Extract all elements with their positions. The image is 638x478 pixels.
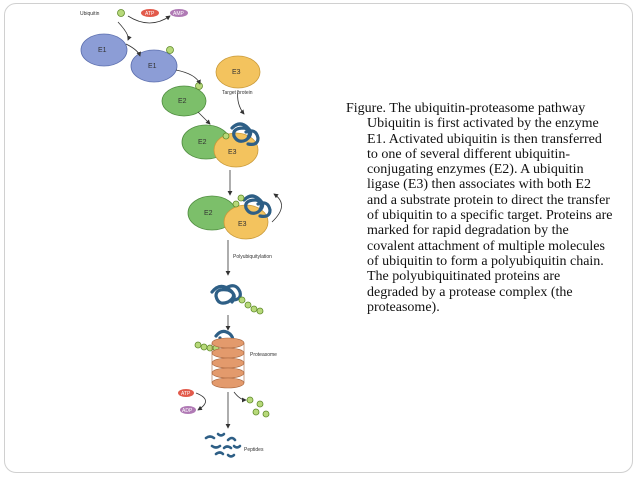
amp-molecule [170,9,188,17]
peptides-label: Peptides [244,447,264,453]
atp-label-2: ATP [181,391,191,397]
ubiquitin-proteasome-diagram: Ubiquitin ATP AMP E1 E1 E3 E2 Target pro… [80,9,282,458]
atp-label: ATP [145,11,155,17]
e1-enzyme [80,33,128,67]
proteasome-complex [211,337,245,389]
e2-label-complex-1: E2 [198,139,207,146]
released-ubiquitin [246,396,270,418]
e1-enzyme-charged [130,49,178,83]
peptide-fragments [204,432,242,458]
figure-caption: Figure. The ubiquitin-proteasome pathway… [346,101,614,315]
e2-enzyme [161,85,207,117]
target-protein-2 [242,194,272,218]
e3-enzyme [215,55,261,89]
e3-label: E3 [232,69,241,76]
adp-label: ADP [182,408,193,414]
adp-molecule [180,406,196,414]
e1-label: E1 [98,47,107,54]
e2-label: E2 [178,98,187,105]
amp-label: AMP [173,11,185,17]
polyubiquitinated-protein [210,284,242,305]
slide-frame [4,3,633,473]
polyubiquitylation-label: Polyubiquitylation [233,254,272,260]
e1-label-charged: E1 [148,63,157,70]
e3-label-complex-2: E3 [238,221,247,228]
e3-label-complex-1: E3 [228,149,237,156]
atp-molecule-2 [178,389,194,397]
e3-enzyme-complex-1 [213,132,259,168]
target-protein-1 [230,122,260,146]
e2-label-complex-2: E2 [204,210,213,217]
figure-caption-text: Figure. The ubiquitin-proteasome pathway… [346,101,613,315]
ubiquitin-molecule [117,9,125,17]
ubiquitin-chain-1 [238,296,264,315]
proteasome-label: Proteasome [250,352,277,358]
ubiquitin-label: Ubiquitin [80,11,100,17]
atp-molecule [141,9,159,17]
